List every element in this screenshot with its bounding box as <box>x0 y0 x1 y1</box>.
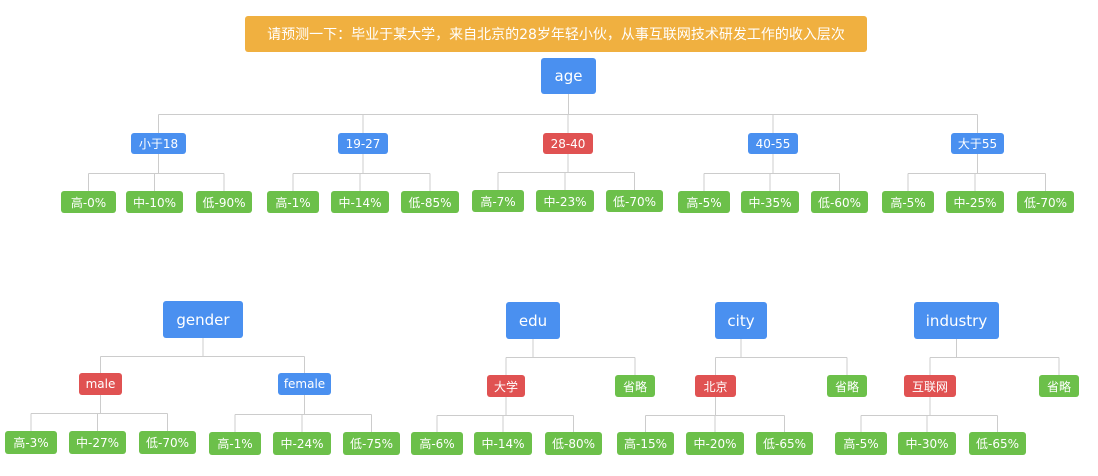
node-edu-omitted: 省略 <box>615 375 655 397</box>
leaf-age-under18-mid: 中-10% <box>126 191 183 213</box>
leaf-age-over55-high: 高-5% <box>882 191 934 213</box>
leaf-city-high: 高-15% <box>617 432 674 455</box>
node-gender-female: female <box>278 373 331 395</box>
leaf-age-40-55-high: 高-5% <box>678 191 730 213</box>
leaf-female-low: 低-75% <box>343 432 400 455</box>
node-age-40-55: 40-55 <box>748 133 798 154</box>
leaf-age-40-55-low: 低-60% <box>811 191 868 213</box>
question-banner: 请预测一下：毕业于某大学，来自北京的28岁年轻小伙，从事互联网技术研发工作的收入… <box>245 16 867 52</box>
leaf-age-19-27-mid: 中-14% <box>331 191 389 213</box>
node-industry-internet: 互联网 <box>904 375 956 397</box>
leaf-industry-low: 低-65% <box>969 432 1026 455</box>
leaf-industry-high: 高-5% <box>835 432 887 455</box>
leaf-age-over55-mid: 中-25% <box>946 191 1004 213</box>
node-edu-university: 大学 <box>487 375 525 397</box>
node-age-19-27: 19-27 <box>338 133 388 154</box>
leaf-edu-low: 低-80% <box>545 432 602 455</box>
leaf-age-28-40-high: 高-7% <box>472 190 524 212</box>
node-age: age <box>541 58 596 94</box>
leaf-edu-high: 高-6% <box>411 432 463 455</box>
node-age-28-40: 28-40 <box>543 133 593 154</box>
leaf-city-mid: 中-20% <box>686 432 744 455</box>
leaf-male-mid: 中-27% <box>69 431 126 454</box>
node-city-beijing: 北京 <box>695 375 736 397</box>
leaf-male-high: 高-3% <box>5 431 57 454</box>
node-industry-omitted: 省略 <box>1039 375 1079 397</box>
leaf-industry-mid: 中-30% <box>898 432 956 455</box>
node-age-over55: 大于55 <box>951 133 1004 154</box>
leaf-age-19-27-high: 高-1% <box>267 191 319 213</box>
leaf-age-28-40-mid: 中-23% <box>536 190 594 212</box>
leaf-female-mid: 中-24% <box>273 432 331 455</box>
leaf-edu-mid: 中-14% <box>474 432 532 455</box>
leaf-age-under18-high: 高-0% <box>61 191 116 213</box>
leaf-age-over55-low: 低-70% <box>1017 191 1074 213</box>
node-city: city <box>715 302 767 339</box>
leaf-male-low: 低-70% <box>139 431 196 454</box>
node-industry: industry <box>914 302 999 339</box>
node-gender: gender <box>163 301 243 338</box>
leaf-age-40-55-mid: 中-35% <box>741 191 799 213</box>
node-edu: edu <box>506 302 560 339</box>
node-gender-male: male <box>79 373 122 395</box>
node-age-under18: 小于18 <box>131 133 186 154</box>
leaf-age-under18-low: 低-90% <box>196 191 252 213</box>
leaf-age-19-27-low: 低-85% <box>401 191 459 213</box>
node-city-omitted: 省略 <box>827 375 867 397</box>
leaf-age-28-40-low: 低-70% <box>606 190 663 212</box>
leaf-city-low: 低-65% <box>756 432 813 455</box>
leaf-female-high: 高-1% <box>209 432 261 455</box>
